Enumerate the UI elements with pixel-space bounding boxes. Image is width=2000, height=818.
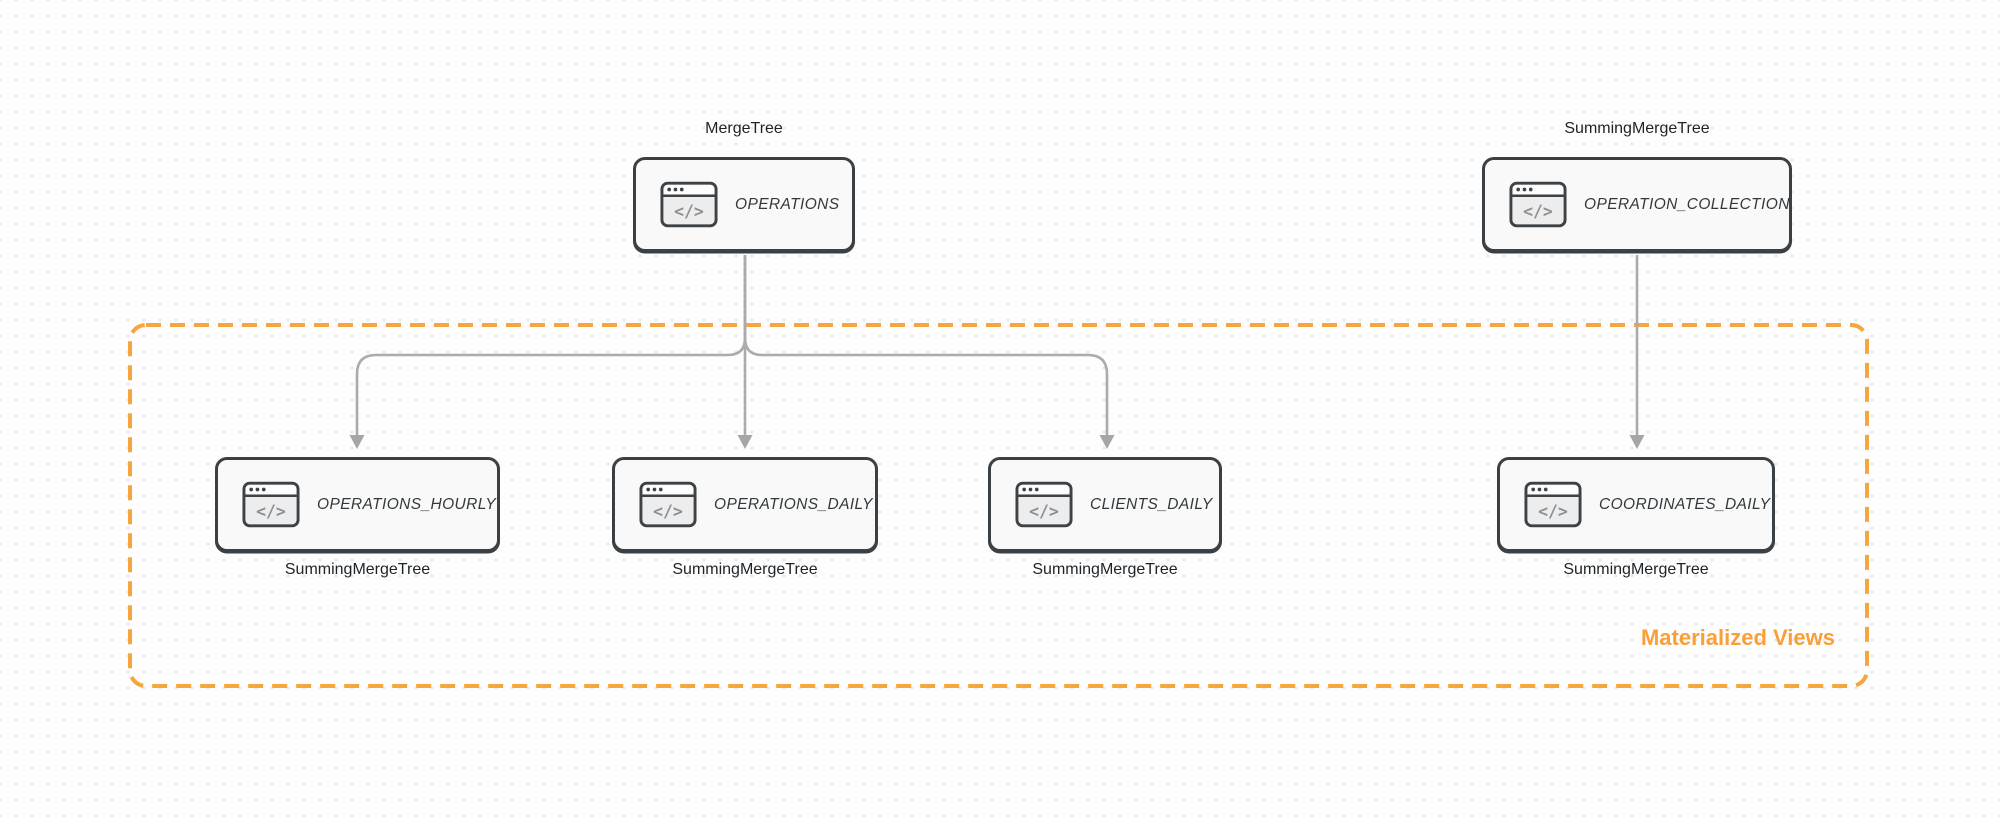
table-name: OPERATIONS_HOURLY xyxy=(317,495,497,513)
table-name: OPERATION_COLLECTION xyxy=(1584,195,1790,213)
table-name: OPERATIONS xyxy=(735,195,840,213)
edge-operations-to-clients-daily xyxy=(743,255,1115,449)
table-node-clients-daily: CLIENTS_DAILY xyxy=(988,457,1222,552)
code-window-icon xyxy=(242,481,300,528)
table-name: OPERATIONS_DAILY xyxy=(714,495,873,513)
table-name: COORDINATES_DAILY xyxy=(1599,495,1771,513)
code-window-icon xyxy=(660,181,718,228)
materialized-views-label: Materialized Views xyxy=(1640,625,1835,650)
arrowhead-icon xyxy=(1099,435,1115,449)
engine-label-operation-collection: SummingMergeTree xyxy=(1564,120,1710,137)
table-name: CLIENTS_DAILY xyxy=(1090,495,1213,513)
code-window-icon xyxy=(1015,481,1073,528)
code-window-icon xyxy=(639,481,697,528)
code-window-icon xyxy=(1509,181,1567,228)
engine-label-operations-daily: SummingMergeTree xyxy=(672,561,818,578)
edge-operations-to-operations-hourly xyxy=(349,255,747,449)
engine-label-operations: MergeTree xyxy=(705,120,783,137)
arrowhead-icon xyxy=(737,435,753,449)
engine-label-clients-daily: SummingMergeTree xyxy=(1032,561,1178,578)
engine-label-operations-hourly: SummingMergeTree xyxy=(284,561,431,578)
table-node-operations-hourly: OPERATIONS_HOURLY xyxy=(215,457,500,552)
materialized-views-group-border xyxy=(128,323,1869,688)
table-node-operations-daily: OPERATIONS_DAILY xyxy=(612,457,878,552)
table-node-operations: OPERATIONS xyxy=(633,157,855,252)
code-window-icon xyxy=(1524,481,1582,528)
table-node-operation-collection: OPERATION_COLLECTION xyxy=(1482,157,1792,252)
arrowhead-icon xyxy=(349,435,365,449)
table-node-coordinates-daily: COORDINATES_DAILY xyxy=(1497,457,1775,552)
arrowhead-icon xyxy=(1629,435,1645,449)
edge-operation-collection-to-coordinates-daily xyxy=(1629,255,1645,449)
engine-label-coordinates-daily: SummingMergeTree xyxy=(1563,561,1709,578)
